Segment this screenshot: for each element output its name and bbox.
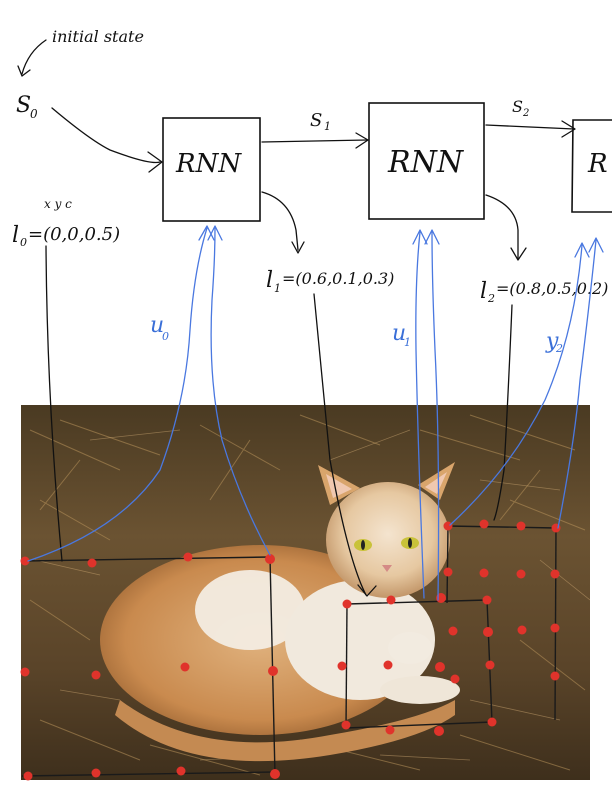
state-s1: S	[310, 110, 322, 131]
l0-value: =(0,0,0.5)	[28, 224, 120, 245]
arrow-rnn2-to-rnn3	[485, 124, 575, 130]
l2-value: =(0.8,0.5,0.2)	[496, 279, 608, 298]
l1-symbol: l	[266, 268, 273, 293]
l0-symbol: l	[12, 223, 19, 248]
line-l0-to-photo	[45, 245, 63, 562]
u2-symbol: y	[545, 329, 559, 354]
l1-value: =(0.6,0.1,0.3)	[282, 269, 394, 288]
initial-state-note: initial state	[17, 27, 144, 77]
u0-symbol: u	[150, 313, 164, 338]
u1-symbol: u	[392, 321, 406, 346]
cat-photo	[21, 405, 590, 780]
rnn-label-1: RNN	[175, 149, 242, 179]
cat-head	[326, 482, 450, 598]
state-s0-sub: 0	[30, 107, 38, 121]
l1-subscript: 1	[274, 282, 281, 295]
arrow-rnn1-to-rnn2	[261, 139, 368, 143]
u1-subscript: 1	[404, 336, 411, 349]
l0-subscript: 0	[20, 236, 27, 249]
location-l1: l 1 =(0.6,0.1,0.3)	[266, 268, 394, 295]
arrow-rnn1-to-l1	[261, 191, 299, 251]
arrow-s0-to-rnn1	[51, 107, 161, 164]
rnn-label-3: R	[587, 149, 608, 179]
l2-symbol: l	[480, 279, 487, 304]
u2-subscript: 2	[555, 342, 563, 355]
glimpse-u2: y 2	[449, 237, 604, 529]
state-s1-sub: 1	[324, 120, 331, 133]
rnn-label-2: RNN	[387, 145, 465, 180]
rnn-block-2: RNN	[368, 102, 485, 220]
glimpse-u0: u 0	[27, 225, 271, 562]
line-l1-to-photo	[313, 293, 367, 596]
state-s0: S	[16, 93, 31, 118]
initial-state-label: initial state	[52, 27, 144, 46]
rnn-block-3: R	[571, 119, 612, 213]
l2-subscript: 2	[487, 292, 495, 305]
location-l0: x y c l 0 =(0,0,0.5)	[12, 197, 120, 249]
rnn-block-1: RNN	[162, 117, 261, 222]
arrow-rnn2-to-l2	[485, 194, 519, 259]
state-s2: S	[512, 97, 523, 116]
glimpse-u1: u 1	[392, 229, 440, 601]
xyc-header: x y c	[44, 197, 72, 211]
state-s2-sub: 2	[522, 108, 529, 119]
sample-dots	[20, 519, 561, 781]
u0-subscript: 0	[162, 330, 169, 343]
location-l2: l 2 =(0.8,0.5,0.2)	[480, 279, 608, 305]
line-l2-to-photo	[493, 304, 513, 521]
